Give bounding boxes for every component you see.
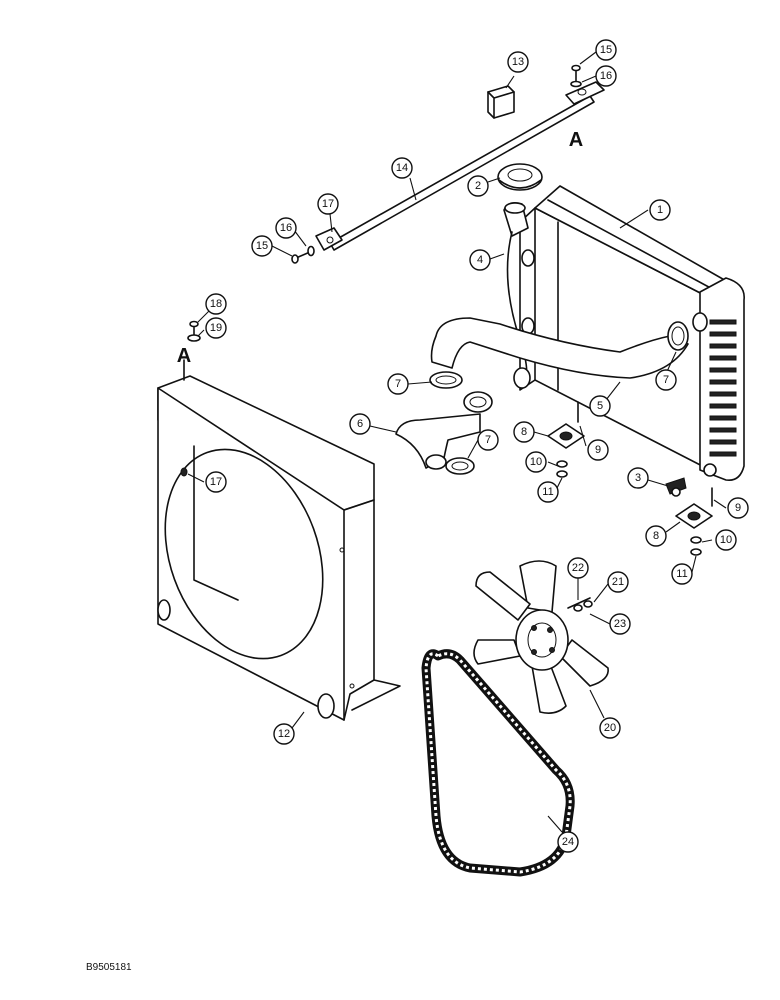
callout-23: 23 bbox=[609, 613, 631, 635]
callout-10-left: 10 bbox=[525, 451, 547, 473]
callout-9-left: 9 bbox=[587, 439, 609, 461]
callout-7-upper-left: 7 bbox=[387, 373, 409, 395]
svg-text:17: 17 bbox=[322, 198, 334, 210]
svg-text:11: 11 bbox=[676, 568, 687, 580]
callout-8-left: 8 bbox=[513, 421, 535, 443]
svg-text:7: 7 bbox=[663, 374, 669, 386]
callout-20: 20 bbox=[599, 717, 621, 739]
callout-10-right: 10 bbox=[715, 529, 737, 551]
decal-block bbox=[487, 85, 515, 119]
svg-text:5: 5 bbox=[597, 400, 603, 412]
hose-clamps bbox=[429, 371, 493, 475]
callout-1: 1 bbox=[649, 199, 671, 221]
callout-7-lower: 7 bbox=[477, 429, 499, 451]
rod-bolts bbox=[291, 64, 582, 264]
callout-14: 14 bbox=[391, 157, 413, 179]
svg-text:10: 10 bbox=[720, 534, 732, 546]
mount-right bbox=[675, 487, 713, 556]
svg-text:1: 1 bbox=[657, 204, 663, 216]
upper-hose bbox=[430, 317, 689, 379]
svg-text:21: 21 bbox=[612, 576, 624, 588]
svg-text:9: 9 bbox=[735, 502, 741, 514]
svg-text:18: 18 bbox=[210, 298, 222, 310]
svg-text:22: 22 bbox=[572, 562, 584, 574]
fan-shroud bbox=[157, 375, 401, 721]
shroud-bolt bbox=[180, 320, 201, 477]
svg-text:14: 14 bbox=[396, 162, 408, 174]
callout-5: 5 bbox=[589, 395, 611, 417]
svg-text:15: 15 bbox=[256, 240, 268, 252]
fan bbox=[473, 560, 609, 714]
callout-11-left: 11 bbox=[537, 481, 559, 503]
support-rod bbox=[315, 81, 605, 251]
svg-text:11: 11 bbox=[542, 486, 553, 498]
callout-6: 6 bbox=[349, 413, 371, 435]
callout-17-rod: 17 bbox=[317, 193, 339, 215]
svg-text:7: 7 bbox=[485, 434, 491, 446]
svg-text:7: 7 bbox=[395, 378, 401, 390]
section-marker-a-rod: A bbox=[569, 129, 583, 151]
callout-17-shroud: 17 bbox=[205, 471, 227, 493]
svg-text:8: 8 bbox=[653, 530, 659, 542]
svg-text:3: 3 bbox=[635, 472, 641, 484]
svg-text:A: A bbox=[177, 345, 191, 367]
svg-text:16: 16 bbox=[280, 222, 292, 234]
svg-text:6: 6 bbox=[357, 418, 363, 430]
callout-18: 18 bbox=[205, 293, 227, 315]
svg-text:A: A bbox=[569, 129, 583, 151]
radiator-cap bbox=[497, 163, 543, 191]
drain-valve bbox=[665, 477, 687, 497]
callout-7-upper-right: 7 bbox=[655, 369, 677, 391]
callout-9-right: 9 bbox=[727, 497, 749, 519]
callout-12: 12 bbox=[273, 723, 295, 745]
svg-text:2: 2 bbox=[475, 180, 481, 192]
callout-13: 13 bbox=[507, 51, 529, 73]
callout-8-right: 8 bbox=[645, 525, 667, 547]
callout-24: 24 bbox=[557, 831, 579, 853]
svg-text:4: 4 bbox=[477, 254, 483, 266]
svg-text:20: 20 bbox=[604, 722, 616, 734]
mount-left bbox=[547, 401, 585, 478]
callout-16-left: 16 bbox=[275, 217, 297, 239]
svg-text:13: 13 bbox=[512, 56, 524, 68]
svg-text:10: 10 bbox=[530, 456, 542, 468]
svg-text:8: 8 bbox=[521, 426, 527, 438]
svg-text:19: 19 bbox=[210, 322, 222, 334]
v-belt bbox=[421, 649, 575, 877]
lower-hose bbox=[395, 413, 481, 470]
callout-3: 3 bbox=[627, 467, 649, 489]
callout-4: 4 bbox=[469, 249, 491, 271]
radiator-fins bbox=[709, 319, 737, 457]
svg-text:9: 9 bbox=[595, 444, 601, 456]
svg-text:23: 23 bbox=[614, 618, 626, 630]
section-marker-a-shroud: A bbox=[177, 345, 191, 367]
callout-11-right: 11 bbox=[671, 563, 693, 585]
svg-text:24: 24 bbox=[562, 836, 574, 848]
callout-2: 2 bbox=[467, 175, 489, 197]
svg-text:17: 17 bbox=[210, 476, 222, 488]
callout-16-right: 16 bbox=[595, 65, 617, 87]
callout-15-right: 15 bbox=[595, 39, 617, 61]
outlet-pipe bbox=[513, 367, 531, 389]
callout-15-left: 15 bbox=[251, 235, 273, 257]
callout-22: 22 bbox=[567, 557, 589, 579]
callout-21: 21 bbox=[607, 571, 629, 593]
hose-clamp-upper-right bbox=[667, 321, 689, 351]
svg-text:15: 15 bbox=[600, 44, 612, 56]
radiator-core bbox=[503, 185, 745, 482]
svg-text:12: 12 bbox=[278, 728, 290, 740]
callout-19: 19 bbox=[205, 317, 227, 339]
reference-code: B9505181 bbox=[86, 962, 132, 973]
svg-text:16: 16 bbox=[600, 70, 612, 82]
